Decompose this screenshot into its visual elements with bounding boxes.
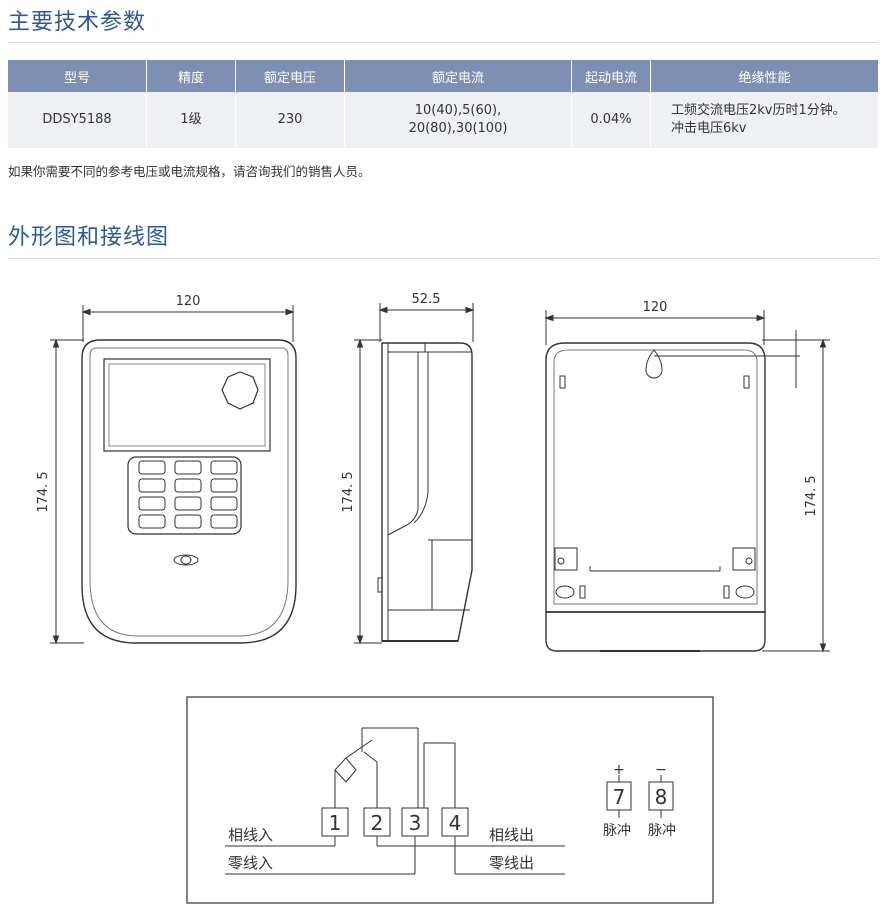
side-width-label: 52.5: [412, 292, 441, 307]
front-width-label: 120: [176, 294, 201, 309]
terminal-1-label: 1: [329, 811, 342, 835]
header-voltage: 额定电压: [235, 60, 345, 92]
cell-current-line1: 10(40),5(60),: [414, 103, 502, 118]
table-row: DDSY5188 1级 230 10(40),5(60), 20(80),30(…: [8, 92, 878, 148]
terminal-4-label: 4: [449, 811, 462, 835]
pulse-terminal-7: [606, 781, 632, 811]
spec-table-header-row: 型号 精度 额定电压 额定电流 起动电流 绝缘性能: [8, 60, 878, 92]
cell-insulation-line2: 冲击电压6kv: [671, 121, 747, 136]
specs-title-divider: [8, 42, 878, 43]
neutral-out-label: 零线出: [489, 854, 534, 872]
header-insulation: 绝缘性能: [650, 60, 878, 92]
cell-model: DDSY5188: [8, 92, 147, 148]
back-view-drawing: [544, 310, 830, 653]
pulse-7-caption: 脉冲: [603, 823, 631, 839]
back-width-label: 120: [643, 300, 668, 315]
side-height-label: 174. 5: [341, 471, 356, 512]
terminal-3: [401, 807, 429, 837]
cell-current: 10(40),5(60), 20(80),30(100): [344, 92, 572, 148]
pulse-minus-sign: −: [655, 762, 667, 778]
terminal-4: [441, 807, 469, 837]
phase-in-label: 相线入: [228, 826, 273, 844]
front-height-label: 174. 5: [36, 471, 51, 512]
pulse-plus-sign: +: [613, 762, 625, 778]
terminal-2: [363, 807, 391, 837]
pulse-terminal-7-label: 7: [613, 785, 626, 809]
cell-accuracy: 1级: [146, 92, 236, 148]
side-view-drawing: [354, 303, 475, 645]
phase-out-label: 相线出: [489, 826, 534, 844]
cell-insulation-line1: 工频交流电压2kv历时1分钟。: [671, 103, 846, 118]
neutral-in-label: 零线入: [228, 854, 273, 872]
drawing-title-divider: [8, 258, 878, 259]
sales-note: 如果你需要不同的参考电压或电流规格，请咨询我们的销售人员。: [8, 164, 371, 179]
pulse-8-caption: 脉冲: [648, 823, 676, 839]
cell-voltage: 230: [235, 92, 345, 148]
cell-current-line2: 20(80),30(100): [408, 121, 508, 136]
back-height-label: 174. 5: [804, 475, 819, 516]
front-view-drawing: [50, 305, 297, 645]
cell-insulation: 工频交流电压2kv历时1分钟。 冲击电压6kv: [650, 92, 878, 148]
terminal-2-label: 2: [371, 811, 384, 835]
specs-section-title: 主要技术参数: [8, 10, 147, 35]
header-start-current: 起动电流: [571, 60, 651, 92]
pulse-terminal-8-label: 8: [655, 785, 668, 809]
drawing-section-title: 外形图和接线图: [8, 225, 170, 250]
terminal-1: [321, 807, 349, 837]
header-model: 型号: [8, 60, 147, 92]
spec-table: 型号 精度 额定电压 额定电流 起动电流 绝缘性能 DDSY5188 1级 23…: [8, 60, 878, 148]
cell-start-current: 0.04%: [571, 92, 651, 148]
terminal-3-label: 3: [409, 811, 422, 835]
header-current: 额定电流: [344, 60, 572, 92]
header-accuracy: 精度: [146, 60, 236, 92]
